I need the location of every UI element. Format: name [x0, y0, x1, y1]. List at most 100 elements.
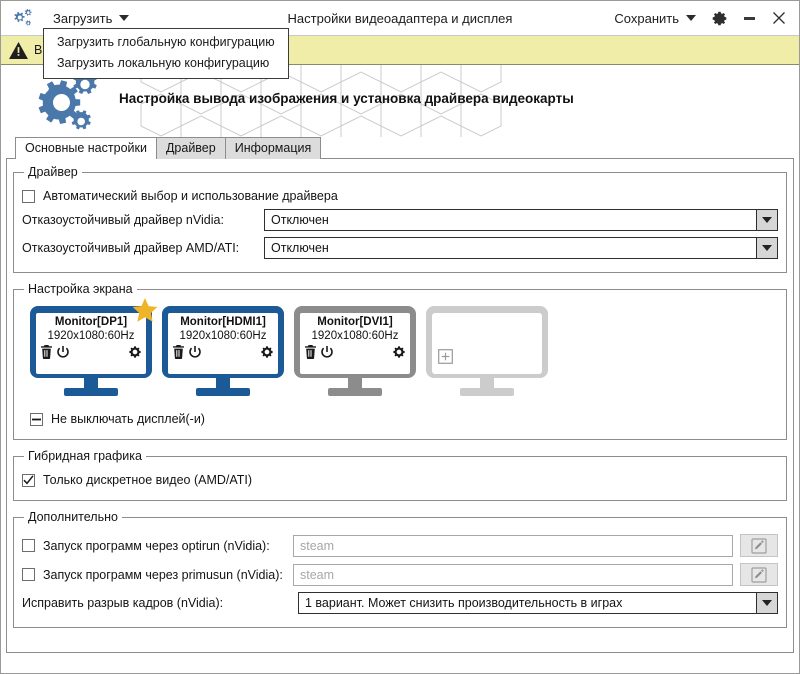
optirun-checkbox[interactable]	[22, 539, 35, 552]
monitor-screen-inner	[432, 313, 542, 374]
primusrun-edit-button[interactable]	[740, 563, 778, 586]
keep-display-on-checkbox[interactable]	[30, 412, 43, 426]
warning-triangle-icon	[9, 41, 28, 59]
auto-driver-row: Автоматический выбор и использование дра…	[22, 189, 778, 203]
monitor-resolution: 1920x1080:60Hz	[311, 330, 399, 342]
nvidia-fallback-value: Отключен	[271, 213, 329, 227]
optirun-row: Запуск программ через optirun (nVidia): …	[22, 534, 778, 557]
nvidia-fallback-row: Отказоустойчивый драйвер nVidia: Отключе…	[22, 209, 778, 231]
tearing-fix-label: Исправить разрыв кадров (nVidia):	[22, 596, 224, 610]
primusrun-label: Запуск программ через primusun (nVidia):	[43, 567, 283, 582]
monitor-card[interactable]: Monitor[DVI1] 1920x1080:60Hz	[294, 306, 416, 396]
gear-icon	[712, 11, 726, 25]
nvidia-fallback-label: Отказоустойчивый драйвер nVidia:	[22, 213, 224, 227]
monitor-stand	[216, 378, 230, 388]
monitor-base	[460, 388, 514, 396]
discrete-video-label: Только дискретное видео (AMD/ATI)	[43, 473, 253, 487]
monitor-base	[64, 388, 118, 396]
discrete-video-row: Только дискретное видео (AMD/ATI)	[22, 473, 778, 487]
power-icon[interactable]	[56, 345, 70, 364]
gear-icon[interactable]	[260, 345, 274, 364]
amd-fallback-value: Отключен	[271, 241, 329, 255]
monitor-base	[196, 388, 250, 396]
advanced-group-legend: Дополнительно	[28, 510, 118, 524]
menu-item-load-local[interactable]: Загрузить локальную конфигурацию	[57, 56, 270, 70]
close-button[interactable]	[765, 5, 793, 31]
title-bar-actions: Сохранить	[607, 5, 799, 31]
optirun-input[interactable]: steam	[293, 534, 733, 557]
settings-gear-button[interactable]	[705, 5, 733, 31]
monitor-screen-inner: Monitor[DVI1] 1920x1080:60Hz	[300, 313, 410, 374]
trash-icon[interactable]	[304, 345, 317, 364]
tab-information[interactable]: Информация	[224, 137, 322, 159]
keep-display-on-label: Не выключать дисплей(-и)	[51, 412, 205, 426]
optirun-edit-button[interactable]	[740, 534, 778, 557]
pencil-edit-icon	[751, 537, 767, 554]
monitor-name: Monitor[DVI1]	[317, 316, 393, 328]
optirun-label: Запуск программ через optirun (nVidia):	[43, 538, 270, 553]
hero-gears-icon	[23, 70, 101, 137]
monitor-actions	[40, 345, 142, 364]
menu-item-load-global[interactable]: Загрузить глобальную конфигурацию	[57, 35, 275, 49]
hexagon-pattern-background	[140, 65, 502, 137]
close-icon	[773, 12, 785, 24]
screen-group: Настройка экрана Monitor[DP1] 1920x1080:…	[13, 282, 787, 440]
minimize-icon	[743, 16, 755, 20]
amd-fallback-dropdown-arrow[interactable]	[756, 238, 777, 258]
primusrun-checkbox[interactable]	[22, 568, 35, 581]
load-dropdown-menu[interactable]: Загрузить глобальную конфигурацию Загруз…	[43, 28, 289, 79]
trash-icon[interactable]	[40, 345, 53, 364]
power-icon[interactable]	[320, 345, 334, 364]
app-gears-icon	[5, 8, 39, 28]
chevron-down-icon	[119, 15, 130, 21]
trash-icon[interactable]	[172, 345, 185, 364]
monitor-screen: Monitor[DVI1] 1920x1080:60Hz	[294, 306, 416, 378]
driver-group: Драйвер Автоматический выбор и использов…	[13, 165, 787, 273]
monitor-stand	[84, 378, 98, 388]
monitor-card[interactable]: Monitor[DP1] 1920x1080:60Hz	[30, 298, 158, 396]
nvidia-fallback-dropdown-arrow[interactable]	[756, 210, 777, 230]
primary-star-icon	[132, 298, 158, 328]
nvidia-fallback-select[interactable]: Отключен	[264, 209, 778, 231]
primusrun-row: Запуск программ через primusun (nVidia):…	[22, 563, 778, 586]
tab-main-settings[interactable]: Основные настройки	[15, 137, 157, 159]
tearing-fix-select[interactable]: 1 вариант. Может снизить производительно…	[298, 592, 778, 614]
hybrid-graphics-group: Гибридная графика Только дискретное виде…	[13, 449, 787, 501]
chevron-down-icon	[762, 245, 772, 251]
monitor-resolution: 1920x1080:60Hz	[47, 330, 135, 342]
monitor-screen-empty	[426, 306, 548, 378]
power-icon[interactable]	[188, 345, 202, 364]
save-menu-label: Сохранить	[614, 10, 679, 26]
screen-group-legend: Настройка экрана	[28, 282, 133, 296]
monitor-add-slot[interactable]	[426, 306, 548, 396]
minimize-button[interactable]	[735, 5, 763, 31]
amd-fallback-row: Отказоустойчивый драйвер AMD/ATI: Отключ…	[22, 237, 778, 259]
auto-driver-checkbox[interactable]	[22, 189, 35, 203]
chevron-down-icon	[686, 15, 696, 21]
auto-driver-label: Автоматический выбор и использование дра…	[43, 189, 338, 203]
monitor-card[interactable]: Monitor[HDMI1] 1920x1080:60Hz	[162, 306, 284, 396]
tearing-fix-value: 1 вариант. Может снизить производительно…	[305, 596, 623, 610]
load-menu-label: Загрузить	[53, 10, 113, 26]
save-menu-button[interactable]: Сохранить	[607, 8, 703, 29]
chevron-down-icon	[762, 217, 772, 223]
pencil-edit-icon	[751, 566, 767, 583]
hybrid-graphics-legend: Гибридная графика	[28, 449, 142, 463]
monitor-list: Monitor[DP1] 1920x1080:60Hz	[22, 298, 778, 400]
tearing-fix-dropdown-arrow[interactable]	[756, 593, 777, 613]
monitor-actions	[304, 345, 406, 364]
advanced-group: Дополнительно Запуск программ через opti…	[13, 510, 787, 628]
gear-icon[interactable]	[392, 345, 406, 364]
primusrun-input[interactable]: steam	[293, 563, 733, 586]
discrete-video-checkbox[interactable]	[22, 473, 35, 487]
tab-driver[interactable]: Драйвер	[155, 137, 226, 159]
plus-box-icon[interactable]	[438, 349, 453, 369]
gear-icon[interactable]	[128, 345, 142, 364]
load-menu-button[interactable]: Загрузить	[45, 8, 137, 29]
monitor-screen: Monitor[HDMI1] 1920x1080:60Hz	[162, 306, 284, 378]
amd-fallback-select[interactable]: Отключен	[264, 237, 778, 259]
warning-banner-text: В	[34, 43, 43, 57]
chevron-down-icon	[762, 600, 772, 606]
keep-display-on-row: Не выключать дисплей(-и)	[30, 412, 778, 426]
